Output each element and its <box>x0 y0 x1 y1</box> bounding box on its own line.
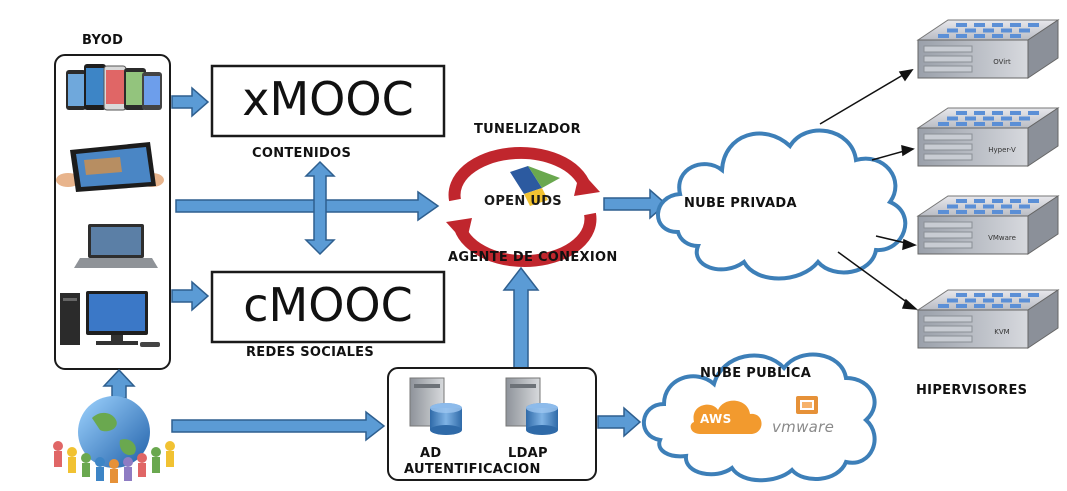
ad-database-server-icon <box>409 377 462 435</box>
autentificacion-label: AUTENTIFICACION <box>404 462 541 477</box>
rack-server-icon: KVM <box>916 289 1060 349</box>
open-uds-label: OPEN UDS <box>484 194 562 209</box>
laptop-icon <box>74 224 158 268</box>
flow-arrows <box>102 86 668 442</box>
nube-privada-label: NUBE PRIVADA <box>684 196 797 211</box>
byod-panel <box>54 54 171 370</box>
server-name-label: OVirt <box>993 58 1011 66</box>
desktop-pc-icon <box>60 291 160 347</box>
server-name-label: VMware <box>988 234 1016 242</box>
byod-label: BYOD <box>82 33 124 48</box>
ldap-label: LDAP <box>508 446 548 461</box>
hipervisores-label: HIPERVISORES <box>916 383 1028 398</box>
server-name-label: KVM <box>994 328 1009 336</box>
arrow-auth-to-agent <box>502 266 540 369</box>
ad-label: AD <box>420 446 442 461</box>
server-name-label: Hyper-V <box>988 146 1016 154</box>
arrow-byod-to-xmooc <box>171 86 210 118</box>
xmooc-box <box>210 64 446 138</box>
ldap-database-server-icon <box>505 377 558 435</box>
cloud-to-server-lines <box>819 68 919 310</box>
contenidos-label: CONTENIDOS <box>252 146 352 161</box>
cmooc-box <box>210 270 446 344</box>
rack-server-icon: Hyper-V <box>916 107 1060 167</box>
arrow-xmooc-cmooc <box>304 160 336 256</box>
nube-publica-label: NUBE PUBLICA <box>700 366 812 381</box>
rack-server-icon: VMware <box>916 195 1060 255</box>
aws-label: AWS <box>700 412 732 426</box>
arrow-byod-to-openuds <box>175 190 440 222</box>
globe-people-icon <box>53 396 175 483</box>
arrow-community-to-byod <box>102 368 136 399</box>
tunelizador-label: TUNELIZADOR <box>474 122 581 137</box>
vmware-logo-icon <box>796 396 818 414</box>
xmooc-title: xMOOC <box>242 72 414 126</box>
arrow-community-to-auth <box>171 410 386 442</box>
tablet-icon <box>56 142 164 192</box>
aws-logo-icon <box>690 400 762 434</box>
arrow-auth-to-public <box>597 406 642 438</box>
arrow-byod-to-cmooc <box>171 280 210 312</box>
vmware-label: vmware <box>772 418 835 436</box>
agente-conexion-label: AGENTE DE CONEXION <box>448 250 618 265</box>
private-cloud-shape <box>656 128 908 281</box>
cmooc-title: cMOOC <box>243 278 413 332</box>
redes-sociales-label: REDES SOCIALES <box>246 345 375 360</box>
openuds-logo-icon <box>446 147 600 267</box>
rack-server-icon: OVirt <box>916 19 1060 79</box>
smartphones-icon <box>66 64 162 111</box>
